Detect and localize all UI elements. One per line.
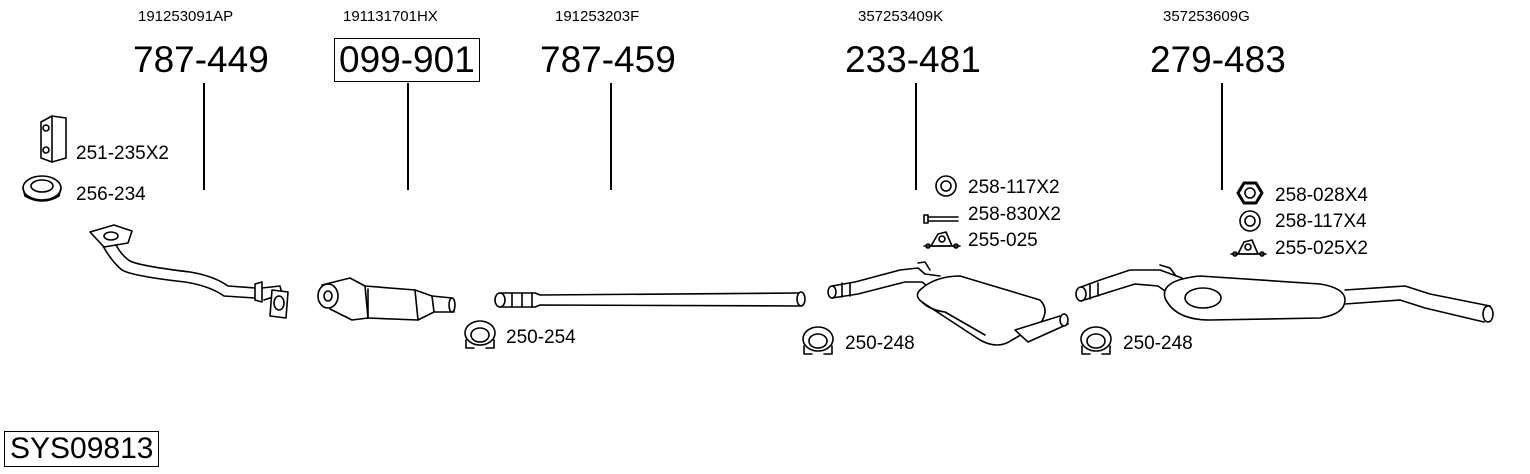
accessory-label-hex-nut[interactable]: 258-028X4 [1275, 185, 1368, 206]
front-pipe-drawing [89, 224, 289, 319]
accessory-label-washer-1[interactable]: 258-117X2 [968, 177, 1060, 198]
accessory-label-mount-1[interactable]: 255-025 [968, 230, 1038, 251]
part-number-4[interactable]: 233-481 [845, 39, 981, 80]
leader-line-4 [915, 83, 917, 190]
seal-ring-icon [22, 175, 62, 202]
pipe-clamp-icon [464, 320, 496, 349]
leader-line-2 [407, 83, 409, 190]
bolt-icon [923, 214, 959, 224]
accessory-label-bolt[interactable]: 258-830X2 [968, 204, 1061, 225]
oe-number-3: 191253203F [555, 8, 640, 25]
oe-number-2: 191131701HX [343, 8, 438, 25]
oe-number-1: 191253091AP [138, 8, 234, 25]
part-number-5[interactable]: 279-483 [1150, 39, 1286, 80]
pipe-clamp-icon [1080, 326, 1112, 355]
accessory-label-mount-2[interactable]: 255-025X2 [1275, 238, 1368, 259]
pipe-clamp-icon [802, 326, 834, 355]
centre-silencer-drawing [827, 261, 1069, 346]
oe-number-5: 357253609G [1163, 8, 1250, 25]
accessory-label-clamp-2[interactable]: 250-248 [845, 333, 915, 354]
washer-icon [935, 175, 957, 197]
accessory-label-clamp-3[interactable]: 250-248 [1123, 333, 1193, 354]
system-code: SYS09813 [4, 431, 160, 467]
bracket-icon [40, 115, 67, 163]
oe-number-4: 357253409K [858, 8, 944, 25]
leader-line-3 [610, 83, 612, 190]
part-number-2[interactable]: 099-901 [334, 38, 480, 82]
part-number-3[interactable]: 787-459 [540, 39, 676, 80]
hex-nut-icon [1236, 181, 1264, 205]
rear-silencer-drawing [1075, 264, 1494, 323]
accessory-label-clamp-1[interactable]: 250-254 [506, 327, 576, 348]
accessory-label-washer-2[interactable]: 258-117X4 [1275, 211, 1367, 232]
middle-pipe-drawing [494, 291, 806, 308]
part-number-1[interactable]: 787-449 [133, 39, 269, 80]
leader-line-5 [1221, 83, 1223, 190]
rubber-mount-icon [1230, 239, 1267, 257]
washer-icon [1239, 210, 1261, 232]
leader-line-1 [203, 83, 205, 190]
rubber-mount-icon [923, 231, 961, 249]
accessory-label-seal-ring[interactable]: 256-234 [76, 184, 146, 205]
catalytic-converter-drawing [317, 277, 456, 321]
accessory-label-bracket[interactable]: 251-235X2 [76, 143, 169, 164]
